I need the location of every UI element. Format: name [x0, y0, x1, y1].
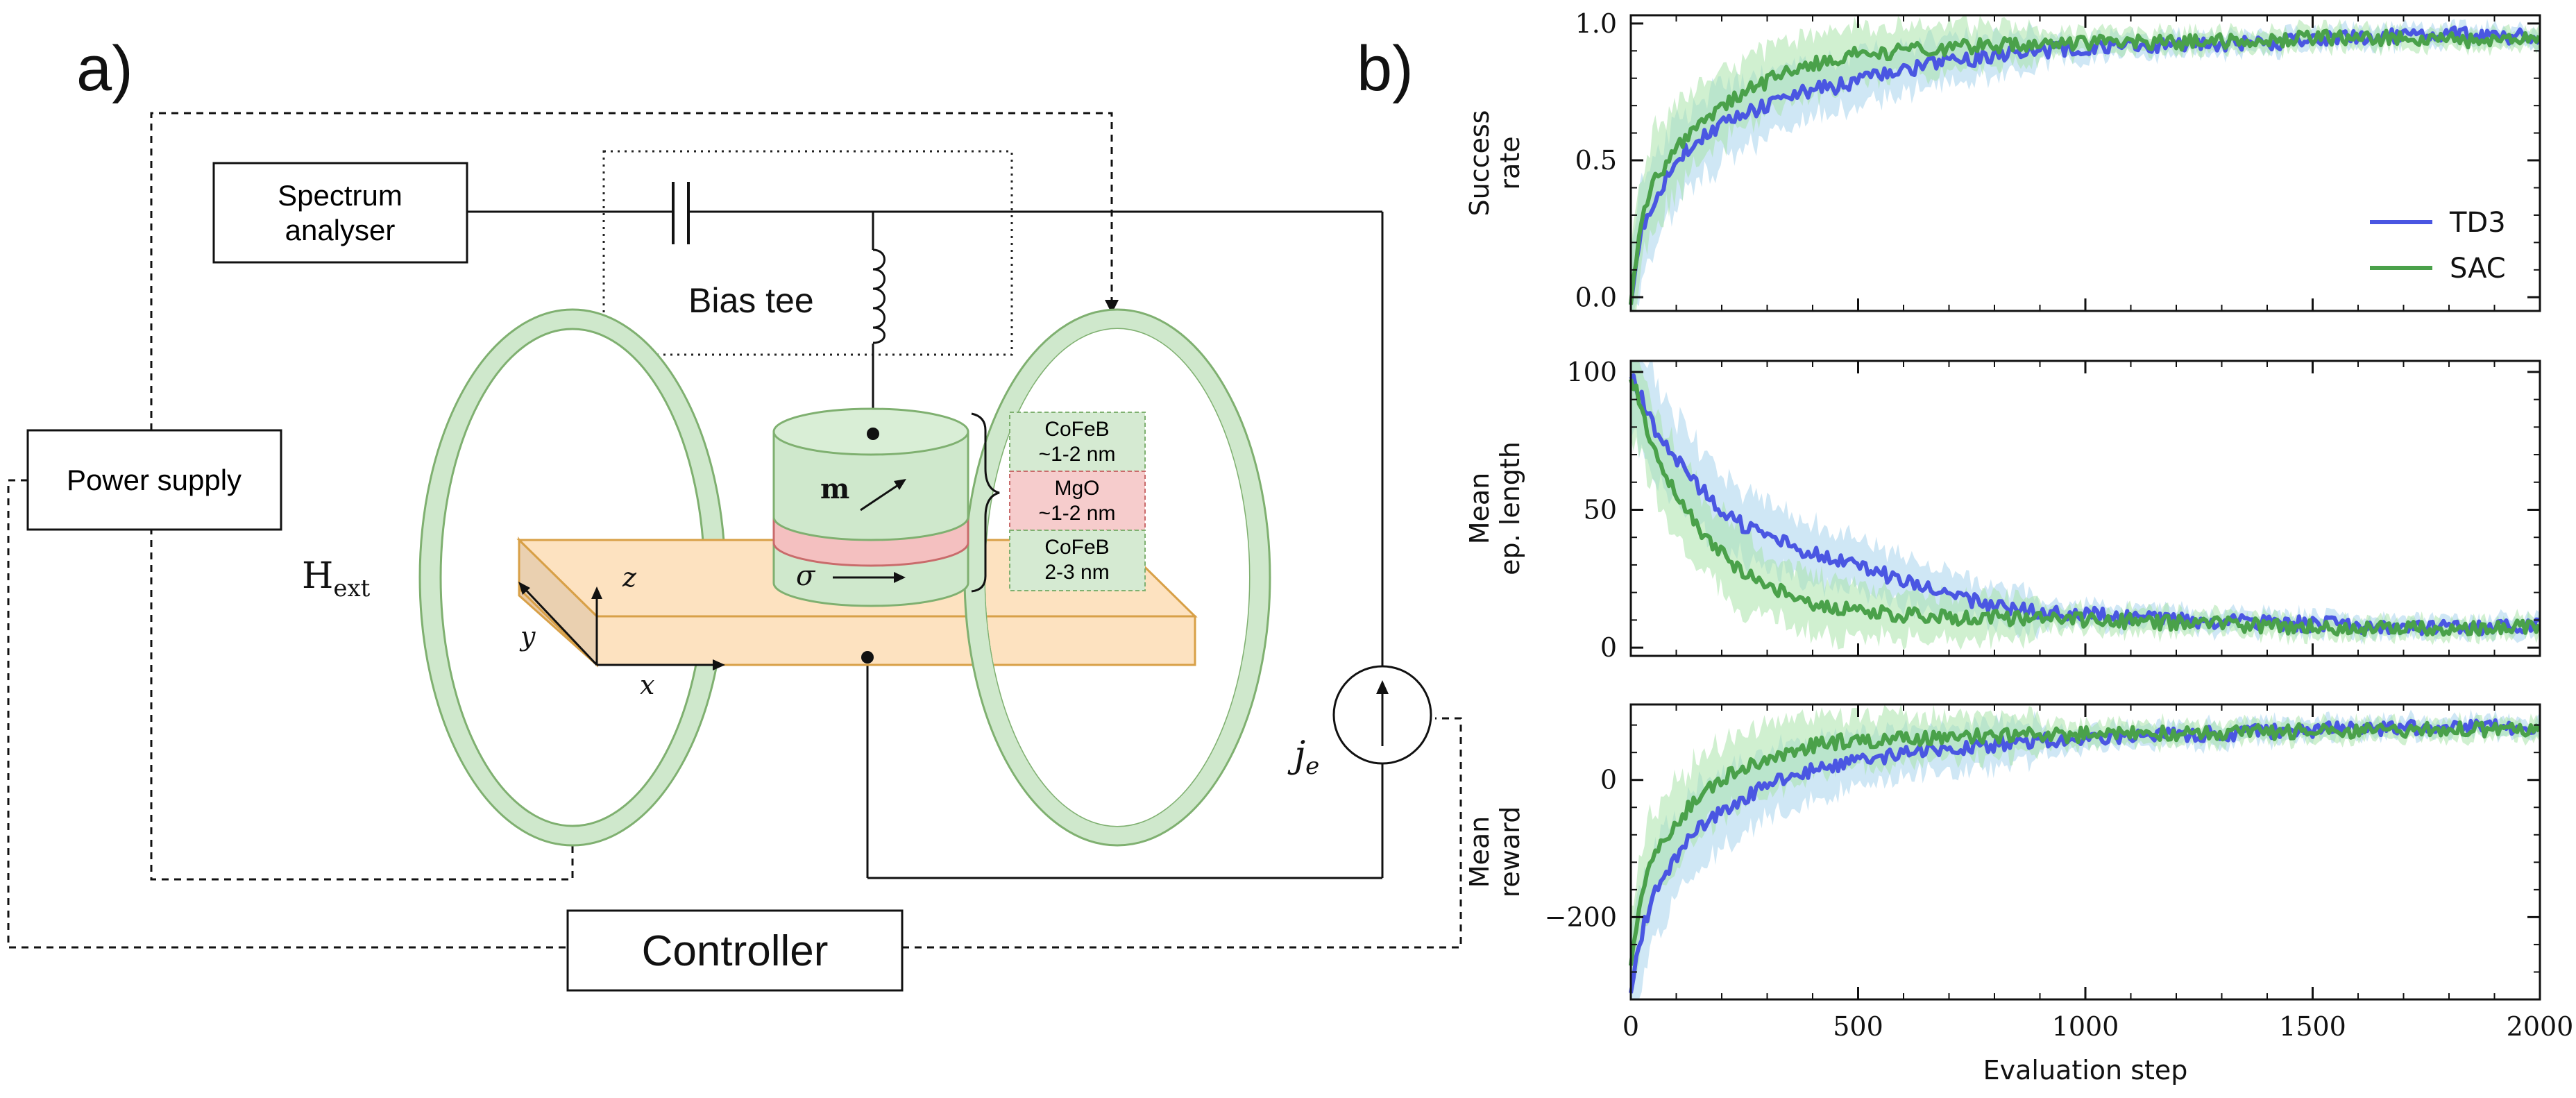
legend-label-td3: TD3 — [2449, 207, 2506, 239]
band-td3-3 — [1631, 709, 2539, 999]
m-label: m — [820, 473, 849, 505]
axis-x-label: x — [640, 670, 654, 700]
legend-label-sac: SAC — [2450, 253, 2506, 285]
ytick-label: 50 — [1584, 494, 1617, 525]
layer-box-2 — [1009, 471, 1146, 531]
controller-label: Controller — [642, 927, 829, 975]
m-arrowhead — [894, 479, 906, 490]
y-axis-label: Meanreward — [1464, 806, 1525, 898]
power-supply-box — [26, 429, 282, 531]
ytick-label: 0 — [1600, 765, 1617, 795]
coordinate-axes — [521, 585, 718, 666]
series-line-sac-1 — [1629, 28, 2541, 305]
layer-2-name: MgO — [1054, 477, 1099, 500]
layer-2-thickness: ~1-2 nm — [1039, 502, 1116, 525]
xtick-label: 2000 — [2507, 1011, 2574, 1042]
layer-brace — [971, 412, 1000, 593]
slab-contact — [861, 651, 874, 664]
series-line-sac-2 — [1629, 378, 2541, 637]
band-td3-1 — [1631, 19, 2539, 311]
ytick-label: −200 — [1545, 902, 1617, 932]
ytick-label: 0 — [1600, 632, 1617, 663]
y-axis-label: Successrate — [1464, 110, 1525, 217]
layer-1-name: CoFeB — [1044, 418, 1109, 441]
ytick-label: 1.0 — [1575, 8, 1617, 39]
arrowhead-coil-right — [1105, 300, 1119, 314]
band-td3-2 — [1631, 361, 2539, 645]
h-ext-label: Hext — [302, 555, 371, 602]
ytick-label: 0.5 — [1575, 145, 1617, 176]
power-supply-label: Power supply — [67, 464, 242, 496]
inductor — [872, 248, 886, 344]
y-axis-label: Meanep. length — [1464, 441, 1525, 575]
spectrum-analyser-box — [212, 162, 468, 264]
series-line-sac-3 — [1629, 720, 2541, 966]
ytick-label: 0.0 — [1575, 282, 1617, 312]
layer-3-name: CoFeB — [1044, 536, 1109, 559]
mtj-pillar — [772, 407, 969, 607]
sigma-label: σ — [796, 560, 816, 592]
axis-x-arrowhead — [713, 659, 725, 670]
axis-z-label: z — [622, 562, 637, 593]
xtick-label: 1500 — [2279, 1011, 2346, 1042]
current-source-arrowhead — [1376, 680, 1389, 694]
je-label: je — [1287, 734, 1319, 780]
xtick-label: 0 — [1622, 1011, 1639, 1042]
sigma-arrowhead — [894, 572, 906, 583]
bias-tee-box — [602, 150, 1013, 356]
ytick-label: 100 — [1566, 357, 1617, 387]
panel-label-a: a) — [76, 33, 133, 104]
axis-y-label: y — [519, 621, 536, 652]
axis-y-arrowhead — [518, 582, 530, 595]
solid-wiring — [466, 210, 1384, 879]
layer-1-thickness: ~1-2 nm — [1039, 443, 1116, 466]
layer-3-thickness: 2-3 nm — [1044, 561, 1109, 584]
x-axis-label: Evaluation step — [1983, 1055, 2188, 1086]
layer-legend: CoFeB ~1-2 nm MgO ~1-2 nm CoFeB 2-3 nm — [1009, 412, 1146, 591]
controller-box — [566, 909, 904, 992]
m-arrow — [860, 481, 903, 512]
xtick-label: 500 — [1833, 1011, 1883, 1042]
dashed-wiring — [7, 112, 1462, 949]
xtick-label: 1000 — [2052, 1011, 2119, 1042]
series-line-td3-2 — [1629, 373, 2540, 636]
band-sac-3 — [1631, 704, 2539, 999]
band-sac-1 — [1631, 15, 2539, 311]
layer-box-1 — [1009, 412, 1146, 472]
panel-label-b: b) — [1357, 33, 1414, 104]
bias-tee-label: Bias tee — [688, 281, 814, 320]
axis-z-arrowhead — [591, 586, 602, 599]
layer-box-3 — [1009, 530, 1146, 591]
